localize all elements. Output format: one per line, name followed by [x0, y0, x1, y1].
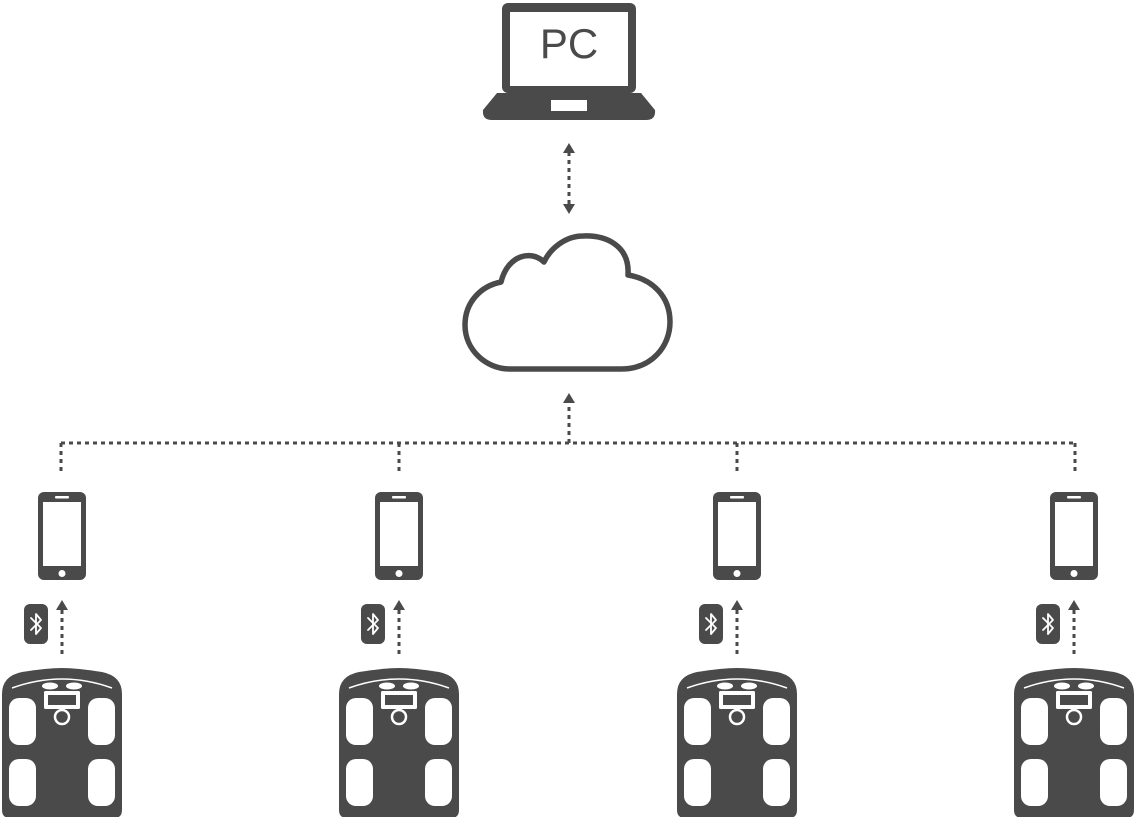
pc-label: PC [540, 20, 598, 67]
scale-icon [0, 666, 124, 817]
pc-cloud-link [563, 143, 575, 214]
phones-cloud-bus [59, 393, 1077, 475]
smartphone-icon [375, 492, 423, 580]
bluetooth-icon [698, 603, 724, 645]
smartphone-icon [38, 492, 86, 580]
scale-icon [337, 666, 461, 817]
bluetooth-icon [1035, 603, 1061, 645]
device-column [337, 492, 461, 817]
smartphone-icon [1050, 492, 1098, 580]
device-column [0, 492, 124, 817]
bluetooth-icon [23, 603, 49, 645]
scale-icon [675, 666, 799, 817]
device-column [1012, 492, 1136, 817]
smartphone-icon [713, 492, 761, 580]
bluetooth-icon [360, 603, 386, 645]
laptop-icon: PC [482, 3, 656, 120]
cloud-icon [462, 233, 673, 372]
scale-icon [1012, 666, 1136, 817]
device-column [675, 492, 799, 817]
